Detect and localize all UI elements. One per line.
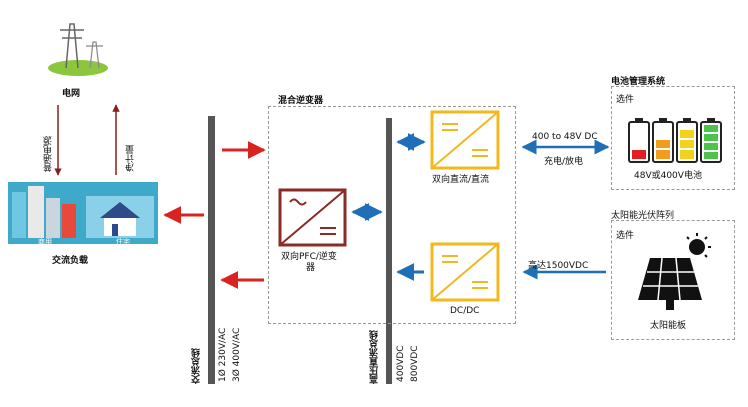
dc-bus-line2: 800VDC: [410, 345, 420, 382]
power-tower-icon: [48, 23, 108, 76]
dc-bus-label: 高压直流总线: [370, 330, 380, 384]
ac-bus-line2: 3Ø 400V/AC: [232, 327, 242, 382]
commercial-label: 商用: [38, 238, 52, 246]
residential-label: 住宅: [116, 238, 130, 246]
dcdc-label: DC/DC: [450, 306, 480, 316]
battery-label: 48V或400V电池: [634, 171, 702, 181]
bms-title: 电池管理系统: [611, 77, 666, 87]
solar-box: [611, 220, 735, 340]
grid-label: 电网: [62, 89, 81, 99]
metering-arrow-label: 净计量: [126, 145, 136, 172]
bidir-dcdc-label: 双向直流/直流: [432, 175, 490, 185]
ac-bus-label: 交流总线: [192, 348, 202, 384]
supply-arrow-label: 普通电源: [44, 136, 54, 172]
ac-bus-line1: 1Ø 230V/AC: [218, 327, 228, 382]
solar-link-voltage: 高达1500VDC: [528, 261, 589, 271]
solar-title: 太阳能光伏阵列: [611, 211, 675, 221]
bms-optional-label: 选件: [616, 95, 635, 105]
pfc-inverter-block: [278, 188, 347, 247]
ac-load-illustration: [8, 182, 158, 244]
battery-link-mode: 充电/放电: [544, 157, 584, 167]
dc-bus-line1: 400VDC: [396, 345, 406, 382]
battery-icon: [628, 118, 722, 163]
pfc-label-line2: 器: [306, 263, 316, 273]
solar-panel-label: 太阳能板: [650, 321, 687, 331]
battery-box: [611, 86, 735, 190]
pfc-label-line1: 双向PFC/逆变: [281, 252, 337, 262]
ac-bus-bar: [208, 116, 215, 384]
battery-link-voltage: 400 to 48V DC: [532, 132, 598, 142]
bidir-dcdc-block: [430, 110, 500, 170]
hybrid-inverter-box: [268, 106, 516, 324]
ac-load-label: 交流负载: [52, 256, 89, 266]
solar-panel-icon: [638, 233, 711, 310]
dc-bus-bar: [386, 118, 392, 384]
hybrid-inverter-title: 混合逆变器: [278, 96, 324, 106]
dcdc-block: [430, 242, 500, 302]
solar-optional-label: 选件: [616, 231, 635, 241]
